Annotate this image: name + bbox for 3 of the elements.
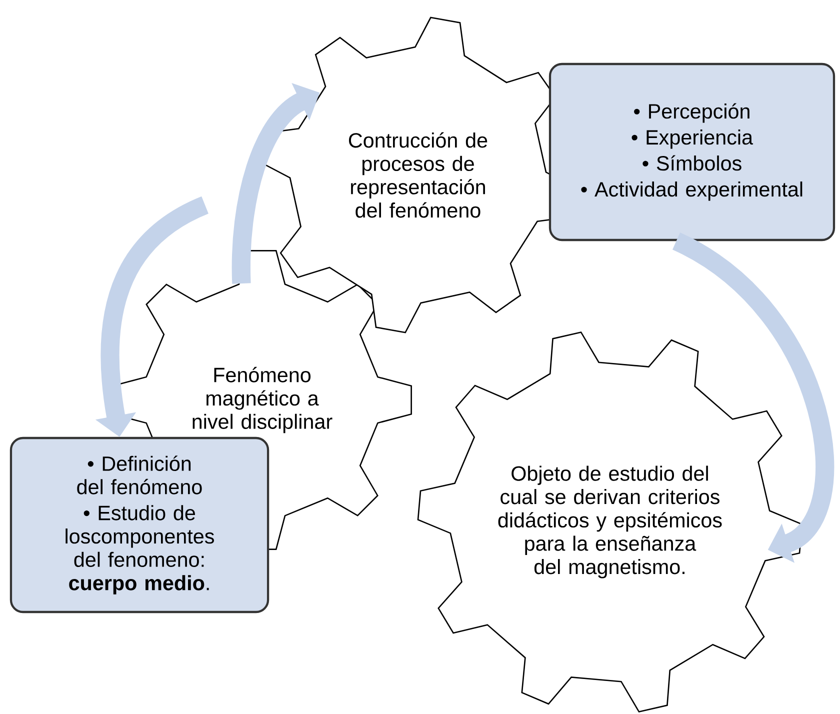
rounded-box: • Definición del fenómeno • Estudio de loscomponentes del fenomeno: cuerpo medio. xyxy=(10,436,270,614)
curved-arrow xyxy=(672,232,834,563)
rounded-box: • Percepción • Experiencia • Símbolos • Actividad experimental xyxy=(548,62,836,242)
